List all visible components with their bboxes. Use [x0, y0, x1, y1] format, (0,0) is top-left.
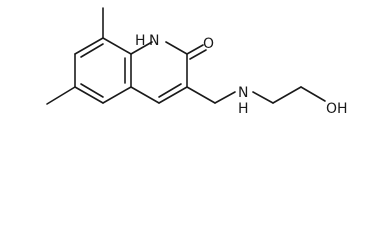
bond-n1-c2	[165, 41, 188, 55]
bond-methyl-6	[46, 86, 76, 105]
pyridinone-ring	[130, 41, 188, 104]
bond-inner-c7-c8	[80, 43, 104, 58]
bond-inner-c3-c4	[158, 83, 182, 98]
bond-ch2-nh	[214, 91, 236, 104]
bond-c4-c4a	[130, 86, 160, 104]
label-o-carbonyl: O	[203, 36, 214, 52]
label-h-amine: H	[238, 101, 249, 117]
bond-c3-ch2	[186, 86, 216, 104]
bond-c7-c8	[74, 37, 104, 55]
bond-nh-ch2	[252, 91, 274, 104]
label-oh: OH	[326, 101, 348, 117]
bond-c8-c8a	[102, 37, 132, 55]
label-h-ring: H	[135, 33, 146, 49]
bond-ch2-ch2	[272, 86, 302, 104]
bond-ch2-oh	[300, 86, 326, 102]
label-n-amine: N	[238, 85, 248, 101]
bond-c2-o-b	[189, 49, 207, 60]
bond-inner-c5-c6	[80, 83, 104, 98]
bond-c2-o-a	[186, 44, 204, 55]
bond-c3-c4	[158, 86, 188, 104]
bond-c5-c6	[74, 86, 104, 104]
molecule-drawing: H N O N H OH	[46, 7, 348, 117]
structure-canvas: H N O N H OH	[46, 7, 348, 117]
bond-c8a-n1	[130, 41, 153, 55]
bond-c4a-c5	[102, 86, 132, 104]
benzene-ring	[74, 37, 132, 104]
label-n-ring: N	[149, 33, 159, 49]
